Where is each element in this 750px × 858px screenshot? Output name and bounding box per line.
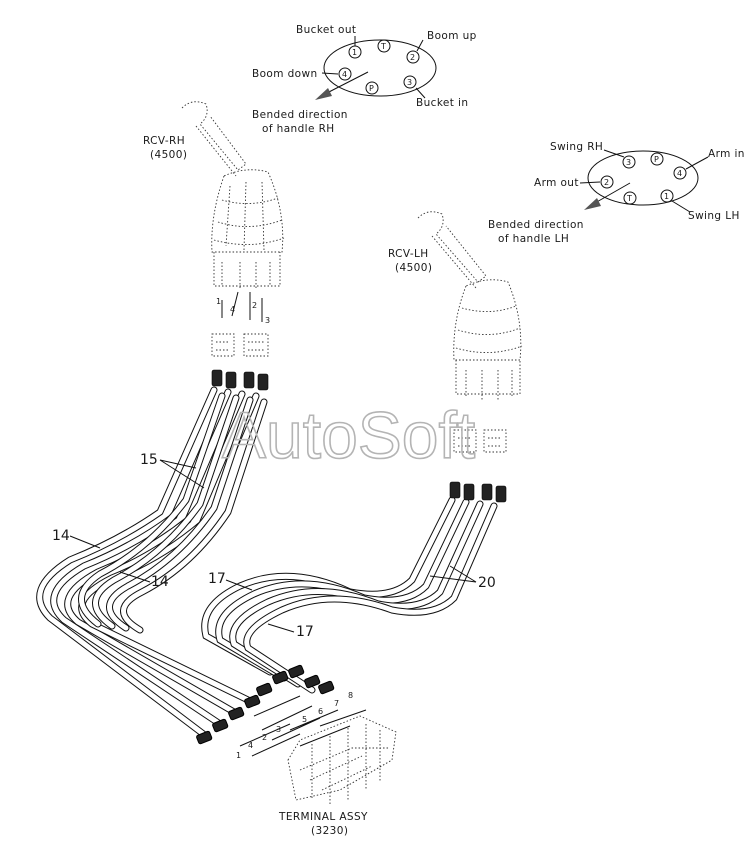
terminal-fitting-1 [196, 730, 213, 745]
rcv-rh-joystick: RCV-RH (4500) 1 4 2 3 [143, 101, 285, 357]
terminal-pin-3: 3 [276, 725, 281, 734]
lh-joystick-fittings [449, 481, 507, 503]
hose-bundle-lh [201, 496, 498, 694]
lh-port-2: 2 [604, 178, 609, 187]
rh-port-3: 3 [407, 78, 412, 87]
terminal-pin-1: 1 [236, 751, 241, 760]
rh-bended-direction-line2: of handle RH [262, 123, 335, 135]
lh-port-3: 3 [626, 158, 631, 167]
rcv-lh-code: (4500) [395, 262, 432, 274]
terminal-assy-code: (3230) [311, 825, 348, 837]
lh-port-4: 4 [677, 169, 682, 178]
rh-port-p: P [369, 84, 374, 93]
lh-pattern: 3 P 4 2 T 1 Swing RH Arm in Arm out Swin… [488, 141, 745, 245]
lh-port-p: P [654, 155, 659, 164]
rh-hose-1-core [37, 387, 217, 739]
lh-bended-direction-line2: of handle LH [498, 233, 569, 245]
lh-hose-3-core [230, 501, 483, 687]
rh-port-2: 2 [410, 53, 415, 62]
rh-port-4: 4 [342, 70, 347, 79]
rh-joystick-fittings [211, 369, 269, 391]
terminal-pin-5: 5 [302, 715, 307, 724]
watermark-text: AutoSoft [222, 398, 475, 472]
rh-label-boom-up: Boom up [427, 30, 477, 42]
lh-label-swing-lh: Swing LH [688, 210, 740, 222]
callout-17-lower: 17 [296, 624, 314, 640]
rh-label-bucket-in: Bucket in [416, 97, 468, 109]
rcv-rh-wire-2: 2 [252, 301, 257, 310]
lh-label-arm-in: Arm in [708, 148, 745, 160]
rcv-rh-wire-1: 1 [216, 297, 221, 306]
rcv-rh-name: RCV-RH [143, 135, 185, 147]
terminal-pin-4: 4 [248, 741, 253, 750]
terminal-pin-6: 6 [318, 707, 323, 716]
rh-pattern-disc [323, 39, 437, 97]
terminal-fitting-4 [244, 694, 261, 709]
lh-bend-arrow-icon [584, 198, 601, 210]
lh-port-1: 1 [664, 192, 669, 201]
hose-bundle-rh [36, 386, 268, 740]
lh-label-arm-out: Arm out [534, 177, 579, 189]
rh-bend-arrow-icon [315, 88, 332, 100]
callout-17-upper: 17 [208, 571, 226, 587]
terminal-fitting-6 [272, 670, 289, 685]
terminal-pin-8: 8 [348, 691, 353, 700]
lh-bended-direction-line1: Bended direction [488, 219, 584, 231]
lh-pattern-disc [587, 150, 699, 206]
callout-20: 20 [478, 575, 496, 591]
rh-pattern: 1 T 2 4 P 3 Bucket out Boom up Boom down… [252, 24, 477, 135]
rh-hose-inner-3-core [107, 397, 253, 631]
terminal-pin-2: 2 [262, 733, 267, 742]
rh-port-t: T [380, 42, 386, 51]
lh-hose-2-core [216, 499, 469, 681]
callouts: 15 14 14 17 17 20 [52, 452, 496, 640]
terminal-assy: 1 4 2 3 5 6 7 8 TERMINAL ASSY (3230) [236, 691, 397, 837]
terminal-pin-7: 7 [334, 699, 339, 708]
terminal-fitting-2 [212, 718, 229, 733]
rcv-rh-wire-3: 3 [265, 316, 270, 325]
terminal-assy-name: TERMINAL ASSY [278, 811, 368, 823]
lh-label-swing-rh: Swing RH [550, 141, 603, 153]
rh-hose-2-core [51, 389, 231, 727]
terminal-fitting-9 [318, 680, 335, 695]
rh-hose-inner-1-core [79, 393, 225, 627]
lh-hose-3 [229, 500, 484, 688]
callout-14-lower: 14 [151, 574, 169, 590]
lh-hose-4-core [244, 503, 497, 693]
rh-bended-direction-line1: Bended direction [252, 109, 348, 121]
rh-label-boom-down: Boom down [252, 68, 318, 80]
rh-hose-inner-2-core [93, 395, 239, 629]
rcv-lh-joystick: RCV-LH (4500) [388, 211, 523, 453]
lh-hose-1-core [202, 497, 455, 675]
rcv-lh-name: RCV-LH [388, 248, 429, 260]
terminal-end-fittings [196, 664, 335, 745]
terminal-fitting-5 [256, 682, 273, 697]
callout-15: 15 [140, 452, 158, 468]
terminal-fitting-3 [228, 706, 245, 721]
rcv-rh-wire-4: 4 [230, 305, 235, 314]
terminal-fitting-7 [288, 664, 305, 679]
terminal-fitting-8 [304, 674, 321, 689]
rh-hose-inner-4-core [121, 399, 267, 633]
rh-label-bucket-out: Bucket out [296, 24, 356, 36]
rh-port-1: 1 [352, 48, 357, 57]
rcv-rh-code: (4500) [150, 149, 187, 161]
lh-port-t: T [626, 194, 632, 203]
callout-14-upper: 14 [52, 528, 70, 544]
